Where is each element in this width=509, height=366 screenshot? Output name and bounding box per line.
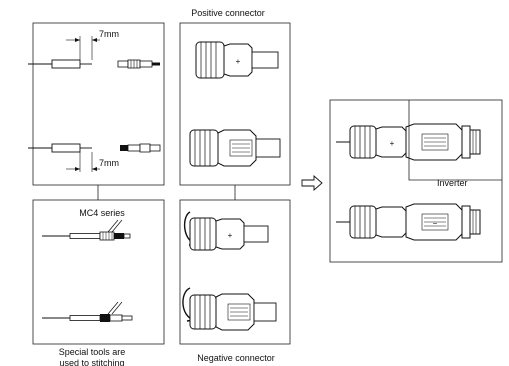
mated-bottom-minus: −: [433, 219, 438, 228]
stripped-wire-top: [28, 59, 92, 69]
inverter-panel: [329, 99, 503, 263]
crimped-contact-top: [42, 231, 131, 241]
crimp-tool-bottom: [107, 301, 123, 315]
crimp-panel: [32, 199, 165, 345]
inverter-label: Inverter: [437, 178, 468, 188]
mated-connector-top: +: [336, 123, 481, 161]
positive-connector-label: Positive connector: [191, 8, 265, 18]
stripped-wire-bottom: [28, 143, 92, 153]
positive-mark: +: [236, 57, 241, 66]
negative-connector-label: Negative connector: [197, 353, 275, 363]
contact-pin-top: [117, 59, 160, 69]
negative-exploded-mark: +: [228, 231, 233, 240]
mc4-series-label: MC4 series: [79, 208, 125, 218]
strip-length-bottom-label: 7mm: [99, 158, 119, 168]
strip-length-top-label: 7mm: [99, 29, 119, 39]
inverter-wall: [408, 100, 502, 181]
mated-connector-bottom: −: [336, 203, 481, 241]
positive-connector-exploded: +: [195, 41, 279, 79]
negative-connector-panel: [179, 199, 291, 345]
crimp-tool-top: [107, 219, 123, 233]
mated-top-plus: +: [390, 139, 395, 148]
negative-connector-assembled: [182, 287, 277, 331]
special-tools-line1: Special tools are: [59, 347, 126, 357]
special-tools-line2: used to stitching: [59, 358, 124, 366]
negative-connector-exploded: +: [183, 211, 269, 251]
dimension-bottom: [66, 152, 100, 172]
strip-panel: [32, 22, 165, 186]
crimped-contact-bottom: [42, 314, 133, 322]
dimension-top: [66, 36, 100, 60]
contact-socket-bottom: [120, 143, 161, 153]
flow-arrow-icon: [301, 175, 323, 191]
positive-connector-assembled: [189, 129, 281, 167]
